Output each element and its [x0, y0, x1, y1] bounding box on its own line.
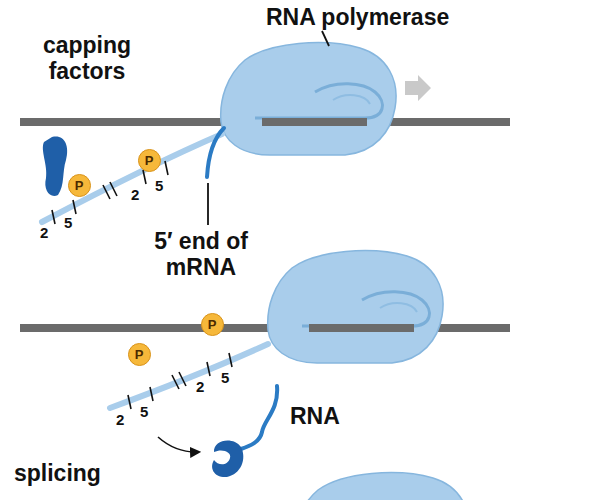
part-label: splicing	[14, 460, 101, 486]
dna-strand	[20, 118, 510, 126]
part-label: capping factors	[22, 32, 152, 85]
dna-in-channel	[262, 118, 367, 126]
callout-number: 2	[196, 378, 204, 395]
direction-arrow	[405, 75, 431, 101]
leader-line	[207, 183, 209, 225]
callout-number: 5	[140, 403, 148, 420]
phosphate-label: P	[75, 179, 84, 192]
callout-number: 5	[64, 214, 72, 231]
callout-number: 5	[221, 369, 229, 386]
rna-polymerase	[294, 473, 469, 500]
part-label: RNA	[290, 403, 340, 429]
phosphate-circle: P	[201, 313, 224, 336]
mrna-5-end	[207, 128, 224, 177]
callout-number: 2	[116, 411, 124, 428]
phosphate-circle: P	[68, 174, 91, 197]
ctd-tail	[42, 134, 222, 222]
part-label: 5′ end of mRNA	[140, 228, 262, 281]
leader-line	[322, 31, 329, 46]
rna-strand	[241, 386, 277, 449]
capping-enzyme	[212, 441, 243, 478]
phosphate-circle: P	[128, 343, 151, 366]
capping-factor	[43, 137, 67, 196]
phosphate-label: P	[208, 318, 217, 331]
rna-polymerase	[268, 251, 443, 363]
part-label: RNA polymerase	[266, 4, 449, 30]
callout-number: 5	[155, 177, 163, 194]
callout-number: 2	[131, 186, 139, 203]
dna-in-channel	[309, 324, 414, 332]
phosphate-label: P	[145, 154, 154, 167]
callout-number: 2	[40, 224, 48, 241]
curved-arrow	[158, 437, 199, 452]
rna-polymerase	[221, 43, 396, 155]
phosphate-label: P	[135, 348, 144, 361]
phosphate-circle: P	[138, 149, 161, 172]
